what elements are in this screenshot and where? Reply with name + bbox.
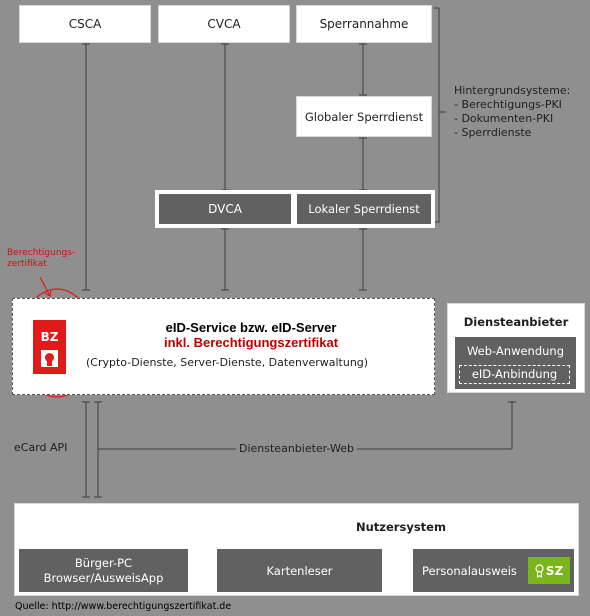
buerger-pc-sublabel: Browser/AusweisApp [43, 570, 164, 585]
hintergrund-item: - Berechtigungs-PKI [454, 98, 562, 111]
diensteanbieter-web-label: Diensteanbieter-Web [236, 442, 358, 455]
eid-anbindung-label: eID-Anbindung [471, 367, 558, 381]
dvca-label: DVCA [208, 202, 242, 216]
eid-service-box [12, 298, 435, 395]
eid-service-subtitle: inkl. Berechtigungszertifikat [163, 335, 339, 350]
cvca-box: CVCA [158, 5, 290, 43]
annotation-arrow [39, 276, 51, 297]
buerger-pc-box: Bürger-PC Browser/AusweisApp [19, 549, 188, 592]
hintergrund-title: Hintergrundsysteme: [454, 84, 571, 97]
annotation-label: Berechtigungs- zertifikat [7, 248, 75, 270]
buerger-pc-label: Bürger-PC [74, 555, 133, 570]
cvca-label: CVCA [207, 17, 241, 31]
kartenleser-label: Kartenleser [266, 563, 333, 578]
hintergrund-bracket [434, 7, 440, 223]
sperrannahme-box: Sperrannahme [296, 5, 432, 43]
sz-badge: SZ [528, 557, 570, 584]
annotation-line: zertifikat [7, 259, 47, 269]
hintergrund-legend: Hintergrundsysteme: - Berechtigungs-PKI … [454, 84, 570, 140]
sz-badge-text: SZ [545, 563, 564, 578]
lokaler-sperrdienst-box: Lokaler Sperrdienst [297, 194, 431, 224]
seal-icon [41, 350, 58, 367]
hintergrund-item: - Dokumenten-PKI [454, 112, 554, 125]
diensteanbieter-title: Diensteanbieter [463, 315, 569, 329]
personalausweis-label: Personalausweis [422, 563, 517, 578]
bz-badge: BZ [33, 320, 66, 374]
globaler-sperrdienst-label: Globaler Sperrdienst [304, 109, 424, 124]
eid-service-title: eID-Service bzw. eID-Server [165, 320, 337, 335]
dvca-box: DVCA [159, 194, 291, 224]
source-caption: Quelle: http://www.berechtigungszertifik… [15, 601, 232, 612]
web-anwendung-label: Web-Anwendung [466, 344, 565, 358]
annotation-line: Berechtigungs- [7, 248, 76, 258]
lokaler-sperrdienst-label: Lokaler Sperrdienst [308, 202, 420, 216]
bz-badge-text: BZ [40, 330, 59, 344]
web-anwendung-box: Web-Anwendung eID-Anbindung [455, 337, 576, 389]
kartenleser-box: Kartenleser [217, 549, 382, 592]
csca-box: CSCA [19, 5, 151, 43]
globaler-sperrdienst-box: Globaler Sperrdienst [296, 96, 432, 137]
eid-anbindung-box: eID-Anbindung [459, 365, 570, 384]
sperrannahme-label: Sperrannahme [319, 17, 409, 31]
hintergrund-item: - Sperrdienste [454, 126, 532, 139]
ecard-api-label: eCard API [14, 441, 68, 454]
csca-label: CSCA [68, 17, 102, 31]
nutzersystem-title: Nutzersystem [356, 520, 446, 534]
seal-icon [535, 563, 544, 578]
eid-service-description: (Crypto-Dienste, Server-Dienste, Datenve… [86, 356, 369, 369]
eid-service-text: eID-Service bzw. eID-Server inkl. Berech… [86, 320, 416, 350]
